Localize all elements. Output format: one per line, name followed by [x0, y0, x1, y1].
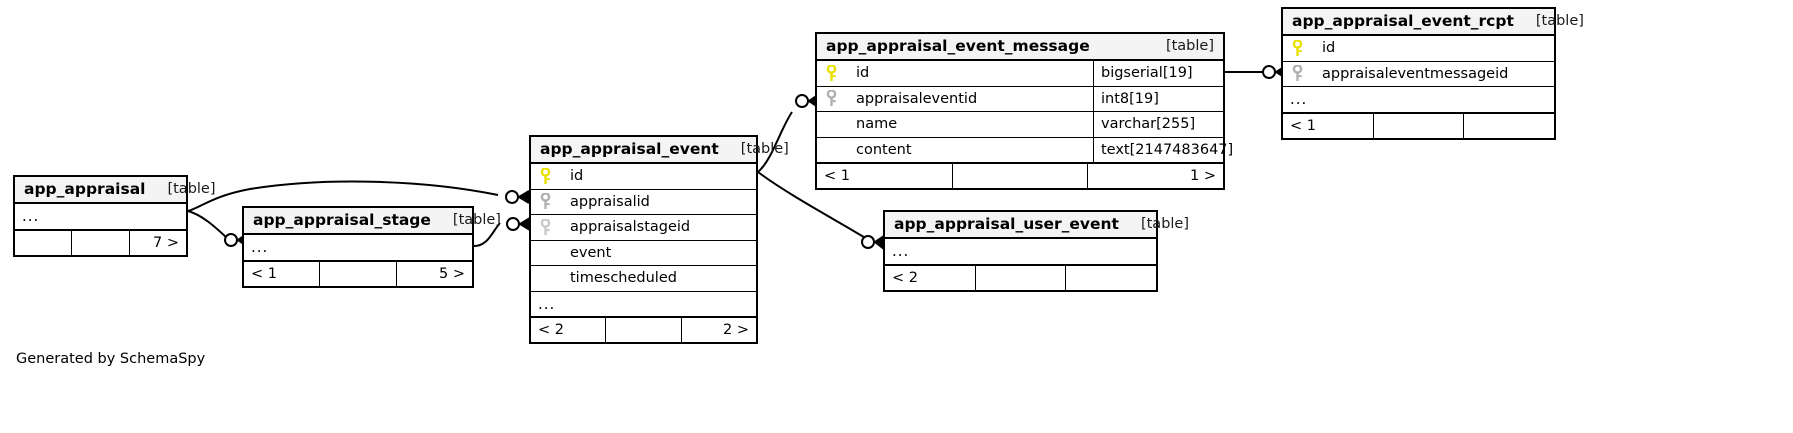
table-row: id: [1283, 36, 1554, 62]
table-row: appraisalid: [531, 190, 756, 215]
table-name: app_appraisal_event_rcpt: [1292, 12, 1514, 30]
table-type-tag: [table]: [167, 181, 216, 197]
footer-right: 7 >: [153, 234, 179, 251]
table-header: app_appraisal_user_event [table]: [885, 212, 1189, 239]
table-footer: < 2 2 >: [531, 317, 756, 342]
crowfoot-event-appraisalid: [517, 190, 530, 204]
table-header: app_appraisal_event [table]: [531, 137, 789, 164]
foreign-key-icon: [531, 193, 559, 210]
footer-left: [15, 230, 73, 255]
footer-middle: [606, 318, 682, 342]
column-name: name: [856, 116, 898, 133]
table-row: appraisalstageid: [531, 215, 756, 241]
footer-middle: [72, 230, 130, 255]
edge-appraisal-to-stage: [187, 210, 227, 238]
column-name: timescheduled: [570, 270, 677, 287]
table-type-tag: [table]: [1535, 13, 1584, 29]
primary-key-icon: [1283, 39, 1311, 57]
table-name: app_appraisal_stage: [253, 211, 431, 229]
connector-circle-stage: [224, 233, 238, 247]
footer-left: < 1: [1283, 113, 1374, 138]
column-name: appraisalid: [570, 193, 650, 210]
table-row-ellipsis: ...: [1283, 87, 1554, 113]
connector-circle-rcpt: [1262, 65, 1276, 79]
table-row: appraisaleventmessageid: [1283, 62, 1554, 87]
connector-circle-event-appraisalstageid: [506, 217, 520, 231]
generated-by-label: Generated by SchemaSpy: [16, 351, 206, 367]
foreign-key-icon: [1283, 65, 1311, 82]
table-row: appraisaleventid int8[19]: [817, 86, 1223, 112]
table-footer: < 2: [885, 264, 1156, 290]
footer-middle: [953, 164, 1089, 188]
column-type: text[2147483647]: [1093, 137, 1233, 162]
table-type-tag: [table]: [740, 141, 789, 157]
column-name: id: [1322, 40, 1336, 57]
table-header: app_appraisal_event_message [table]: [817, 34, 1223, 61]
column-name: appraisaleventid: [856, 90, 978, 107]
table-type-tag: [table]: [452, 212, 501, 228]
column-name: appraisaleventmessageid: [1322, 65, 1509, 82]
footer-left: < 2: [885, 265, 976, 290]
primary-key-icon: [531, 167, 559, 185]
footer-left: < 2: [531, 318, 607, 342]
table-row: id: [531, 164, 756, 190]
primary-key-icon: [817, 64, 845, 82]
table-name: app_appraisal: [24, 180, 146, 198]
column-name: content: [856, 141, 912, 158]
connector-circle-event-appraisalid: [505, 190, 519, 204]
footer-middle: [1374, 113, 1465, 138]
table-app-appraisal-stage[interactable]: app_appraisal_stage [table] ... < 1 5 >: [242, 206, 501, 288]
connector-circle-message: [795, 94, 809, 108]
table-name: app_appraisal_event_message: [826, 37, 1090, 55]
footer-right: 5 >: [439, 265, 465, 282]
table-row: event: [531, 241, 756, 266]
table-row-ellipsis: ...: [531, 292, 756, 317]
table-footer: 7 >: [15, 229, 186, 255]
table-row-ellipsis: ...: [244, 235, 472, 261]
arrow-fill-1: [519, 191, 529, 203]
table-row: content text[2147483647]: [817, 137, 1233, 163]
column-name: id: [570, 168, 584, 185]
foreign-key-icon: [817, 90, 845, 107]
connector-circle-user-event: [861, 235, 875, 249]
footer-right: [1066, 266, 1156, 290]
column-type: int8[19]: [1093, 86, 1223, 111]
table-app-appraisal-user-event[interactable]: app_appraisal_user_event [table] ... < 2: [883, 210, 1189, 292]
footer-left: < 1: [817, 164, 953, 188]
table-row: id bigserial[19]: [817, 61, 1223, 87]
footer-middle: [320, 261, 397, 286]
table-app-appraisal[interactable]: app_appraisal [table] ... 7 >: [13, 175, 216, 257]
table-app-appraisal-event-rcpt[interactable]: app_appraisal_event_rcpt [table] id: [1281, 7, 1584, 140]
table-header: app_appraisal_event_rcpt [table]: [1283, 9, 1584, 36]
foreign-key-icon: [531, 218, 559, 236]
table-name: app_appraisal_user_event: [894, 215, 1119, 233]
table-header: app_appraisal_stage [table]: [244, 208, 501, 235]
table-type-tag: [table]: [1140, 216, 1190, 232]
table-row: timescheduled: [531, 266, 756, 292]
table-app-appraisal-event[interactable]: app_appraisal_event [table] id: [529, 135, 789, 344]
table-footer: < 1: [1283, 112, 1554, 138]
table-footer: < 1 5 >: [244, 260, 472, 286]
footer-left: < 1: [244, 261, 321, 286]
footer-right: 1 >: [1190, 168, 1217, 184]
table-row-ellipsis: ...: [885, 239, 1156, 265]
column-name: id: [856, 65, 870, 82]
table-name: app_appraisal_event: [540, 140, 719, 158]
table-row: name varchar[255]: [817, 112, 1223, 138]
table-app-appraisal-event-message[interactable]: app_appraisal_event_message [table] id b…: [815, 32, 1233, 190]
footer-right: [1464, 114, 1554, 138]
footer-middle: [976, 265, 1067, 290]
table-header: app_appraisal [table]: [15, 177, 216, 204]
table-footer: < 1 1 >: [817, 163, 1223, 188]
table-row-ellipsis: ...: [15, 204, 186, 230]
column-type: varchar[255]: [1093, 112, 1223, 137]
column-name: event: [570, 244, 612, 261]
footer-right: 2 >: [723, 322, 749, 338]
table-type-tag: [table]: [1165, 38, 1214, 54]
column-name: appraisalstageid: [570, 219, 691, 236]
column-type: bigserial[19]: [1093, 61, 1223, 86]
